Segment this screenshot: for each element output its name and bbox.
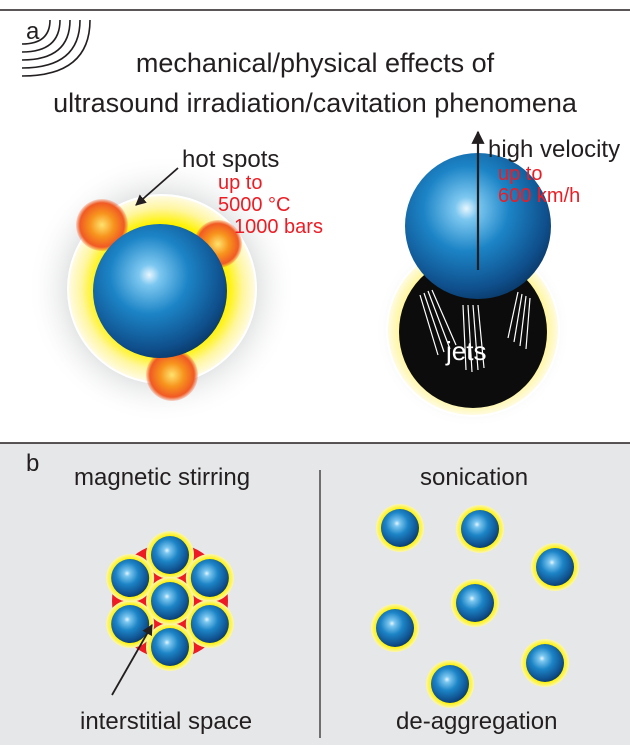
particle-sphere <box>93 224 227 358</box>
particle-sphere <box>381 509 419 547</box>
interstitial-arrow <box>111 624 153 696</box>
particle-sphere <box>151 628 189 666</box>
panel-b-background <box>0 443 630 745</box>
jets-label: jets <box>446 336 487 366</box>
particle-sphere <box>526 644 564 682</box>
de-aggregation-caption: de-aggregation <box>396 708 558 735</box>
aggregated-particle <box>106 554 155 602</box>
dispersed-particles <box>371 504 579 708</box>
hot-spot <box>76 199 128 251</box>
dispersed-particle <box>456 505 504 553</box>
particle-sphere <box>376 609 414 647</box>
aggregated-particle-cluster <box>106 531 234 671</box>
velocity-condition-line2: 600 km/h <box>498 185 581 207</box>
particle-sphere <box>431 665 469 703</box>
particle-sphere <box>151 582 189 620</box>
hot-spots-condition-line1: up to <box>218 172 263 194</box>
hot-spot <box>146 349 198 401</box>
particle-sphere <box>111 559 150 597</box>
particle-sphere <box>111 605 150 643</box>
particle-sphere <box>190 605 229 643</box>
aggregated-particle <box>146 531 194 579</box>
hot-spots-label: hot spots <box>182 146 280 173</box>
particle-sphere <box>456 584 494 622</box>
dispersed-particle <box>451 579 499 627</box>
ultrasound-waves-icon <box>21 19 91 77</box>
dispersed-particle <box>371 604 419 652</box>
high-velocity-label: high velocity <box>488 136 621 163</box>
hot-spots-condition-line2: 5000 °C <box>218 194 291 216</box>
dispersed-particle <box>531 543 579 591</box>
hot-spots-arrow <box>135 167 179 206</box>
particle-sphere <box>461 510 499 548</box>
sonication-heading: sonication <box>420 464 529 491</box>
hot-spots-bubble <box>27 154 297 424</box>
dispersed-particle <box>426 660 474 708</box>
dispersed-particle <box>521 639 569 687</box>
hot-spots-condition-line3: 1000 bars <box>234 216 323 238</box>
jet-streaks <box>419 289 531 373</box>
panel-a-title-line1: mechanical/physical effects of <box>135 48 495 78</box>
velocity-condition-line1: up to <box>498 163 543 185</box>
aggregated-particle <box>146 623 194 671</box>
panel-b-letter: b <box>26 450 40 477</box>
jet-bubble <box>375 153 571 428</box>
interstitial-space-caption: interstitial space <box>80 708 253 735</box>
particle-sphere <box>190 559 229 597</box>
particle-sphere <box>151 536 189 574</box>
dispersed-particle <box>376 504 424 552</box>
magnetic-stirring-heading: magnetic stirring <box>74 464 251 491</box>
panel-a-letter: a <box>26 18 40 45</box>
aggregated-particle <box>146 577 194 625</box>
aggregated-particle <box>185 554 234 602</box>
particle-sphere <box>536 548 574 586</box>
aggregated-particle <box>106 600 155 648</box>
aggregated-particle <box>185 600 234 648</box>
cavity-core <box>399 256 547 408</box>
panel-a-title-line2: ultrasound irradiation/cavitation phenom… <box>53 88 577 118</box>
